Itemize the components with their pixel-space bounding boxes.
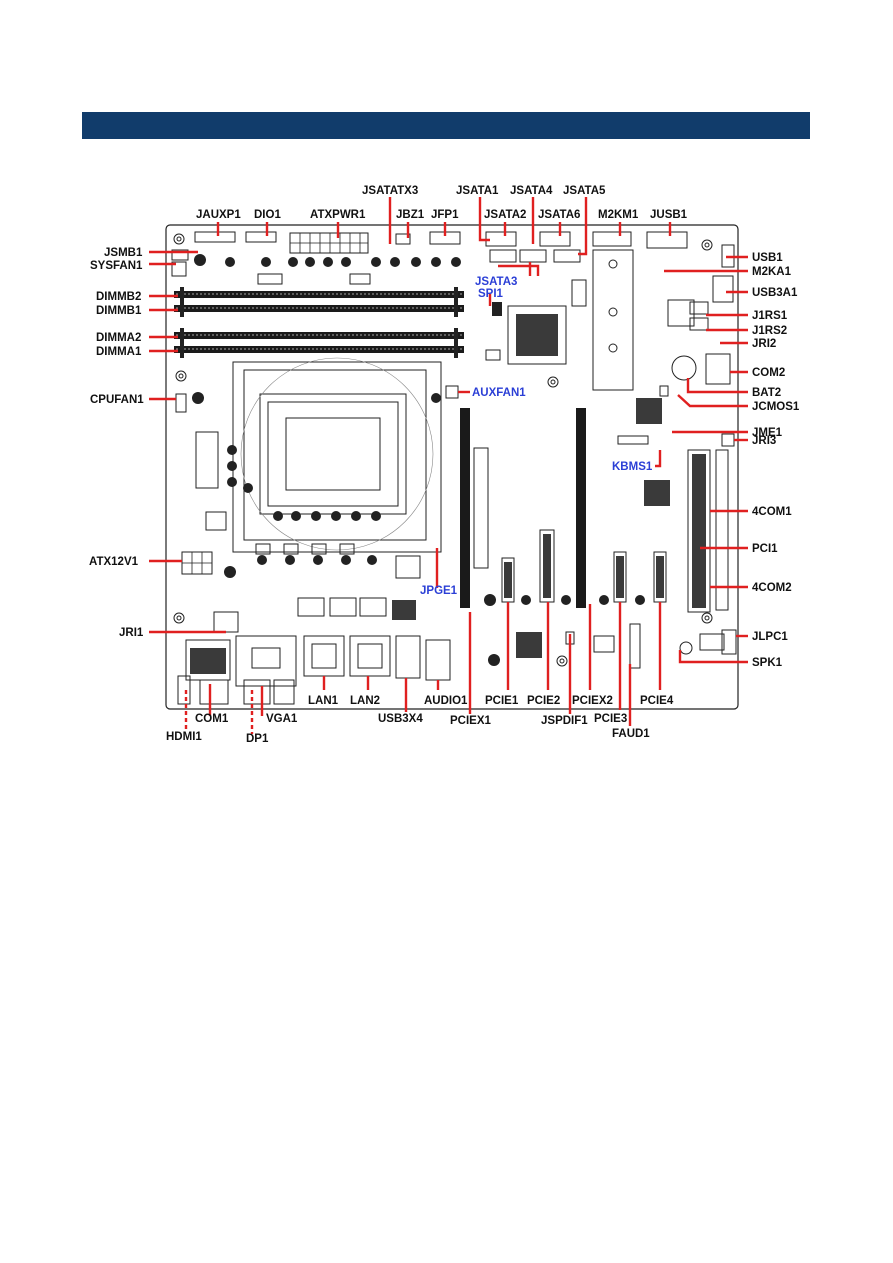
jauxp1-header [194,231,236,243]
jsata1-connector [489,249,517,263]
label-vga1: VGA1 [266,713,298,725]
bat2-battery [671,355,697,381]
usb3a1-port [712,275,734,303]
label-jsata5: JSATA5 [563,185,606,197]
usb3x4-port [395,635,421,679]
label-kbms1: KBMS1 [612,461,653,473]
label-hdmi1: HDMI1 [166,731,202,743]
m2-slot-area [592,249,634,391]
label-sysfan1: SYSFAN1 [90,260,143,272]
label-jsatatx3: JSATATX3 [362,185,418,197]
label-dio1: DIO1 [254,209,281,221]
label-spk1: SPK1 [752,657,783,669]
dimm-slots [174,287,464,358]
jsata4-connector [519,249,547,263]
label-4com2: 4COM2 [752,582,792,594]
label-j1rs2: J1RS2 [752,325,787,337]
label-audio1: AUDIO1 [424,695,468,707]
hdmi-dp-port [235,635,297,687]
label-j1rs1: J1RS1 [752,310,788,322]
chipset-pch [507,305,567,365]
dimmb1-slot [174,305,464,312]
label-jsmb1: JSMB1 [104,247,143,259]
label-atx12v1: ATX12V1 [89,556,139,568]
label-pcie2: PCIE2 [527,695,560,707]
label-jsata4: JSATA4 [510,185,553,197]
label-dimma2: DIMMA2 [96,332,141,344]
dimma1-slot [174,346,464,353]
label-m2ka1: M2KA1 [752,266,792,278]
label-pciex2: PCIEX2 [572,695,613,707]
pci1-slot [687,449,711,613]
lan2-port [349,635,391,677]
label-dimmb2: DIMMB2 [96,291,141,303]
label-jsata1: JSATA1 [456,185,499,197]
label-usb3a1: USB3A1 [752,287,798,299]
label-jri3: JRI3 [752,435,776,447]
label-jri1: JRI1 [119,627,144,639]
label-faud1: FAUD1 [612,728,650,740]
label-pcie3: PCIE3 [594,713,627,725]
jlpc1-header [721,629,737,655]
label-pcie4: PCIE4 [640,695,674,707]
label-atxpwr1: ATXPWR1 [310,209,366,221]
label-dimmb1: DIMMB1 [96,305,142,317]
label-spi1: SPI1 [478,288,504,300]
jsata5-connector [553,249,581,263]
label-4com1: 4COM1 [752,506,792,518]
label-jcmos1: JCMOS1 [752,401,800,413]
section-header-bar [82,112,810,139]
label-pci1: PCI1 [752,543,778,555]
label-jsata2: JSATA2 [484,209,526,221]
label-jsata6: JSATA6 [538,209,580,221]
label-m2km1: M2KM1 [598,209,639,221]
label-pcie1: PCIE1 [485,695,519,707]
label-jpge1: JPGE1 [420,585,458,597]
pciex2-slot [576,408,586,608]
label-jauxp1: JAUXP1 [196,209,241,221]
label-usb3x4: USB3X4 [378,713,423,725]
cpufan1-header [175,393,187,413]
pciex1-slot [460,408,470,608]
dimma2-slot [174,332,464,339]
label-jfp1: JFP1 [431,209,459,221]
label-jme1: JME1 [752,427,783,439]
label-lan2: LAN2 [350,695,380,707]
jusb1-header [646,231,688,249]
label-dimma1: DIMMA1 [96,346,142,358]
label-jri2: JRI2 [752,338,776,350]
label-cpufan1: CPUFAN1 [90,394,144,406]
label-jlpc1: JLPC1 [752,631,788,643]
label-dp1: DP1 [246,733,269,745]
super-io-chip [636,398,662,424]
label-com1: COM1 [195,713,229,725]
label-pciex1: PCIEX1 [450,715,492,727]
jsata6-connector [539,231,571,247]
component-labels: JSATATX3 JSATA1 JSATA4 JSATA5 JAUXP1 DIO… [89,185,800,745]
label-auxfan1: AUXFAN1 [472,387,526,399]
label-lan1: LAN1 [308,695,339,707]
m2km1-slot [592,231,632,247]
label-jsata3: JSATA3 [475,276,517,288]
label-com2: COM2 [752,367,785,379]
dio1-header [245,231,277,243]
label-jusb1: JUSB1 [650,209,688,221]
label-bat2: BAT2 [752,387,781,399]
label-usb1: USB1 [752,252,783,264]
label-jspdif1: JSPDIF1 [541,715,588,727]
label-jbz1: JBZ1 [396,209,425,221]
dimmb2-slot [174,291,464,298]
jbz1-header [395,233,411,245]
mounting-holes [173,233,713,667]
